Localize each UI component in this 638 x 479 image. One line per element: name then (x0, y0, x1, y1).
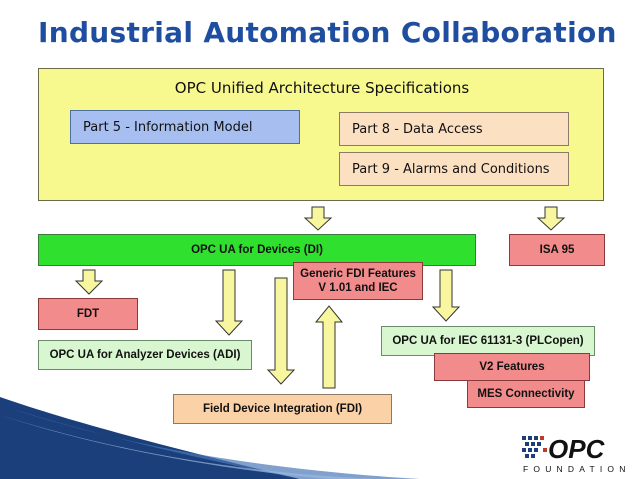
arrow-di-to-fdi (266, 277, 296, 385)
adi-box: OPC UA for Analyzer Devices (ADI) (38, 340, 252, 370)
arrow-fdi-to-generic (314, 305, 344, 389)
fdt-box: FDT (38, 298, 138, 330)
mes-connectivity-box: MES Connectivity (467, 380, 585, 408)
logo-brand-text: OPC (548, 434, 606, 464)
opc-foundation-logo: OPC (522, 434, 606, 464)
arrow-generic-to-plcopen (431, 269, 461, 322)
arrow-spec-to-isa (536, 206, 566, 231)
arrow-di-to-fdt (74, 269, 104, 295)
part5-box: Part 5 - Information Model (70, 110, 300, 144)
decorative-swoosh (0, 397, 420, 479)
logo-foundation-text: FOUNDATION (523, 464, 631, 474)
devices-di-box: OPC UA for Devices (DI) (38, 234, 476, 266)
isa95-box: ISA 95 (509, 234, 605, 266)
generic-fdi-features-box: Generic FDI Features V 1.01 and IEC (293, 262, 423, 300)
plcopen-box: OPC UA for IEC 61131-3 (PLCopen) (381, 326, 595, 356)
part8-box: Part 8 - Data Access (339, 112, 569, 146)
generic-line2: V 1.01 and IEC (318, 282, 398, 294)
v2-features-box: V2 Features (434, 353, 590, 381)
arrow-di-to-adi (214, 269, 244, 336)
page-title: Industrial Automation Collaboration (38, 16, 617, 49)
arrow-spec-to-di (303, 206, 333, 231)
spec-title: OPC Unified Architecture Specifications (174, 79, 470, 97)
fdi-box: Field Device Integration (FDI) (173, 394, 392, 424)
part9-box: Part 9 - Alarms and Conditions (339, 152, 569, 186)
generic-line1: Generic FDI Features (300, 268, 416, 280)
